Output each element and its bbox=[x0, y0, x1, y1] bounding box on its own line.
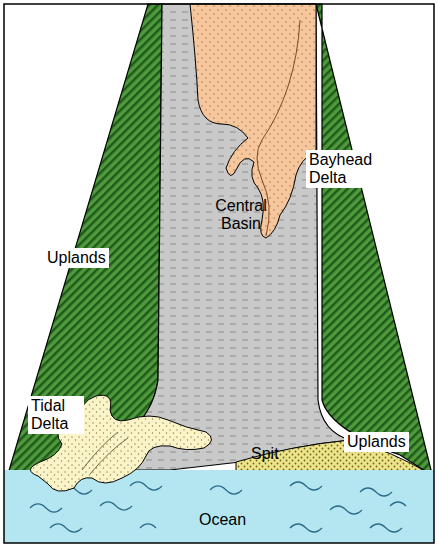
uplands-right bbox=[316, 4, 432, 474]
bayhead-delta bbox=[190, 4, 316, 238]
ocean-waves bbox=[30, 482, 406, 532]
region-label: Uplands bbox=[344, 432, 409, 452]
region-label: Bayhead Delta bbox=[306, 150, 378, 188]
region-label: Tidal Delta bbox=[28, 396, 84, 434]
region-label: Uplands bbox=[44, 248, 109, 268]
region-label: Spit bbox=[248, 444, 282, 464]
region-label: Ocean bbox=[196, 510, 249, 530]
region-label: Central Basin bbox=[206, 196, 276, 234]
tidal-channel bbox=[82, 432, 128, 474]
frame bbox=[4, 4, 434, 543]
